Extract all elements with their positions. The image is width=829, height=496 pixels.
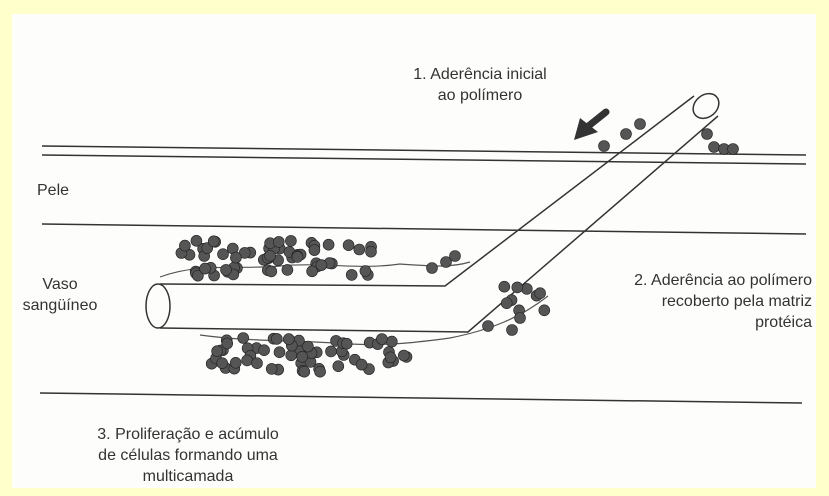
bacterial-cell [322, 238, 335, 251]
bacterial-cell [482, 320, 494, 332]
bacterial-cell [270, 333, 283, 345]
label-vessel: Vaso sangüíneo [10, 274, 110, 316]
bacterial-cell [285, 349, 298, 362]
bacterial-cell [325, 345, 337, 358]
label-step3-line2: de células formando uma [98, 447, 278, 464]
bacterial-cell [273, 346, 286, 359]
bacterial-cell [302, 340, 314, 353]
label-step2: 2. Aderência ao polímero recoberto pela … [570, 270, 812, 333]
skin-line-top [41, 145, 807, 156]
bacterial-cell [359, 265, 372, 277]
figure-paper [12, 14, 816, 488]
bacterial-cell [449, 250, 461, 262]
bacterial-cell [237, 332, 249, 344]
bacterial-cell [506, 324, 518, 336]
bacterial-cell [340, 337, 353, 350]
bacterial-cell [192, 269, 204, 282]
bacterial-cell [332, 360, 345, 373]
bacterial-cell [265, 265, 278, 278]
bacterial-cell [229, 356, 242, 369]
bacterial-cell [345, 269, 358, 281]
bacterial-cell [314, 365, 326, 378]
bacterial-cell [265, 363, 278, 375]
bacterial-cell [385, 335, 398, 348]
bacterial-cell [598, 140, 610, 152]
bacterial-cell [282, 333, 295, 345]
bacterial-cell [353, 243, 366, 256]
bacterial-cell [241, 354, 253, 367]
label-skin: Pele [37, 182, 70, 199]
bacterial-cell [708, 141, 720, 153]
bacterial-cell [514, 312, 526, 324]
bacterial-cell [217, 248, 229, 260]
bacterial-cell [221, 337, 233, 350]
label-step1-line2: ao polímero [437, 87, 523, 104]
bacterial-cell [376, 333, 388, 345]
bacterial-cell [216, 357, 228, 370]
bacterial-cell [620, 128, 632, 140]
label-vessel-line2: sangüíneo [22, 297, 98, 314]
bacterial-cell [230, 251, 242, 264]
bacterial-cell [296, 350, 309, 363]
bacterial-cell [308, 244, 321, 256]
label-step1-line1: 1. Aderência inicial [413, 66, 547, 83]
bacterial-cell [281, 264, 294, 276]
bacterial-cell [258, 344, 270, 357]
adhesion-arrow-icon [574, 108, 610, 140]
label-step3-line3: multicamada [142, 468, 234, 485]
bacterial-cell [365, 245, 377, 258]
bacterial-cell [179, 239, 191, 252]
bacterial-cell [500, 297, 513, 310]
bacterial-cell [426, 262, 438, 274]
label-step2-line3: protéica [755, 314, 812, 331]
bacterial-cell [355, 358, 368, 371]
skin-line-bottom [41, 223, 807, 235]
bacterial-cell [511, 281, 524, 294]
vessel-wall-bottom [39, 392, 803, 404]
bacterial-cell [727, 143, 739, 155]
label-step1: 1. Aderência inicial ao polímero [385, 64, 575, 106]
bacterial-cell [285, 235, 297, 247]
bacterial-cell [306, 265, 318, 278]
bacterial-cell [634, 118, 646, 130]
bacterial-cell [384, 351, 397, 364]
bacterial-cell [272, 236, 285, 248]
bacterial-cell [315, 259, 328, 271]
catheter-tube [145, 92, 720, 333]
bacterial-cell [534, 287, 546, 300]
bacterial-cell [342, 239, 355, 251]
bacterial-cell [498, 280, 511, 293]
tube-open-end-skin [692, 92, 720, 120]
label-vessel-line1: Vaso [42, 276, 78, 293]
label-step2-line1: 2. Aderência ao polímero [634, 272, 812, 289]
bacterial-cell [211, 345, 223, 358]
bacterial-cell [291, 251, 304, 263]
skin-line-second [41, 154, 807, 165]
label-step2-line2: recoberto pela matriz [661, 293, 812, 310]
tube-open-end-vessel [145, 283, 171, 329]
bacterial-cell [520, 283, 533, 295]
bacterial-cell [298, 365, 311, 378]
bacterial-cells [175, 118, 739, 378]
bacterial-cell [701, 128, 713, 140]
bacterial-cell [220, 264, 232, 276]
label-step3: 3. Proliferação e acúmulo de células for… [58, 424, 318, 487]
bacterial-cell [251, 357, 263, 370]
protein-matrix-lower [199, 295, 549, 346]
bacterial-cell [190, 235, 203, 247]
bacterial-cell [440, 256, 452, 268]
label-step3-line1: 3. Proliferação e acúmulo [97, 426, 279, 443]
bacterial-cell [397, 349, 410, 362]
bacterial-cell [538, 304, 551, 317]
bacterial-cell [199, 262, 211, 275]
bacterial-cell [264, 250, 276, 262]
bacterial-cell [207, 235, 220, 248]
